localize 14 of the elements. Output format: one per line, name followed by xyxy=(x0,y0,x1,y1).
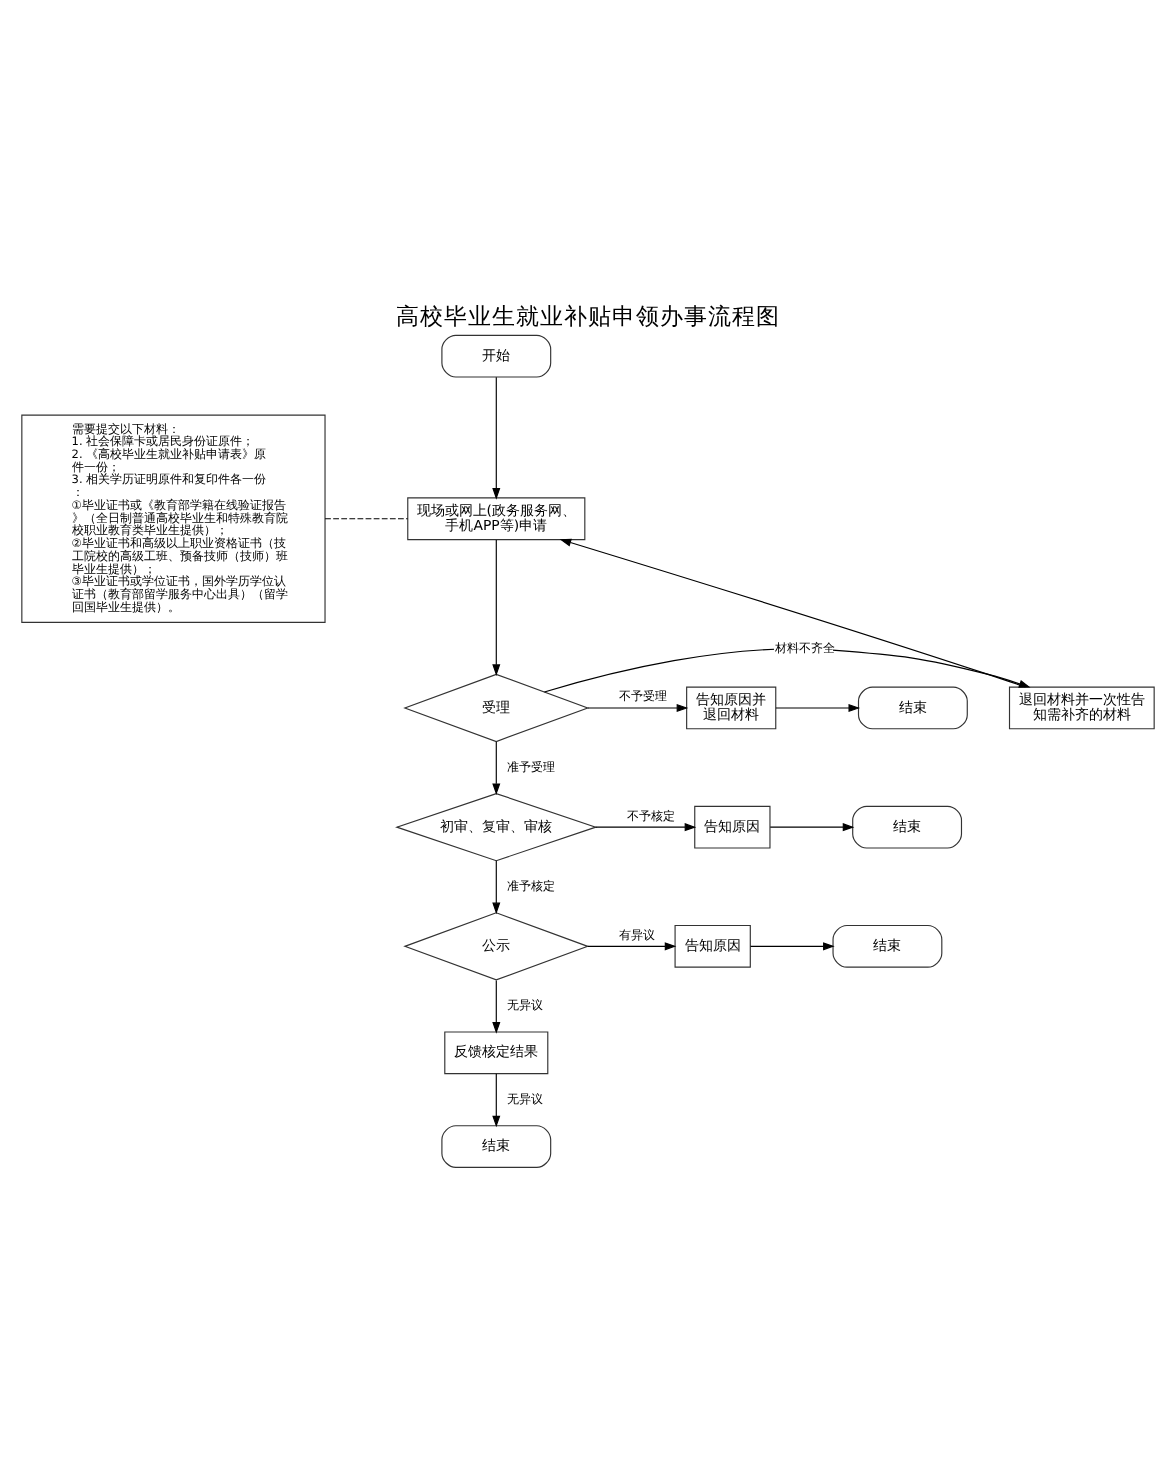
arrow xyxy=(587,703,689,712)
arrow xyxy=(775,703,861,712)
arrow xyxy=(492,979,501,1034)
arrow xyxy=(769,823,855,832)
connector xyxy=(324,518,409,520)
arrow xyxy=(492,1073,501,1128)
arrow xyxy=(492,539,501,676)
arrow xyxy=(492,741,501,795)
arrow xyxy=(595,823,697,832)
diagram-title: 高校毕业生就业补贴申领办事流程图 xyxy=(396,301,780,330)
arrow xyxy=(492,376,501,500)
arrow xyxy=(750,942,835,951)
arrow xyxy=(587,942,677,951)
arrow xyxy=(492,860,501,915)
